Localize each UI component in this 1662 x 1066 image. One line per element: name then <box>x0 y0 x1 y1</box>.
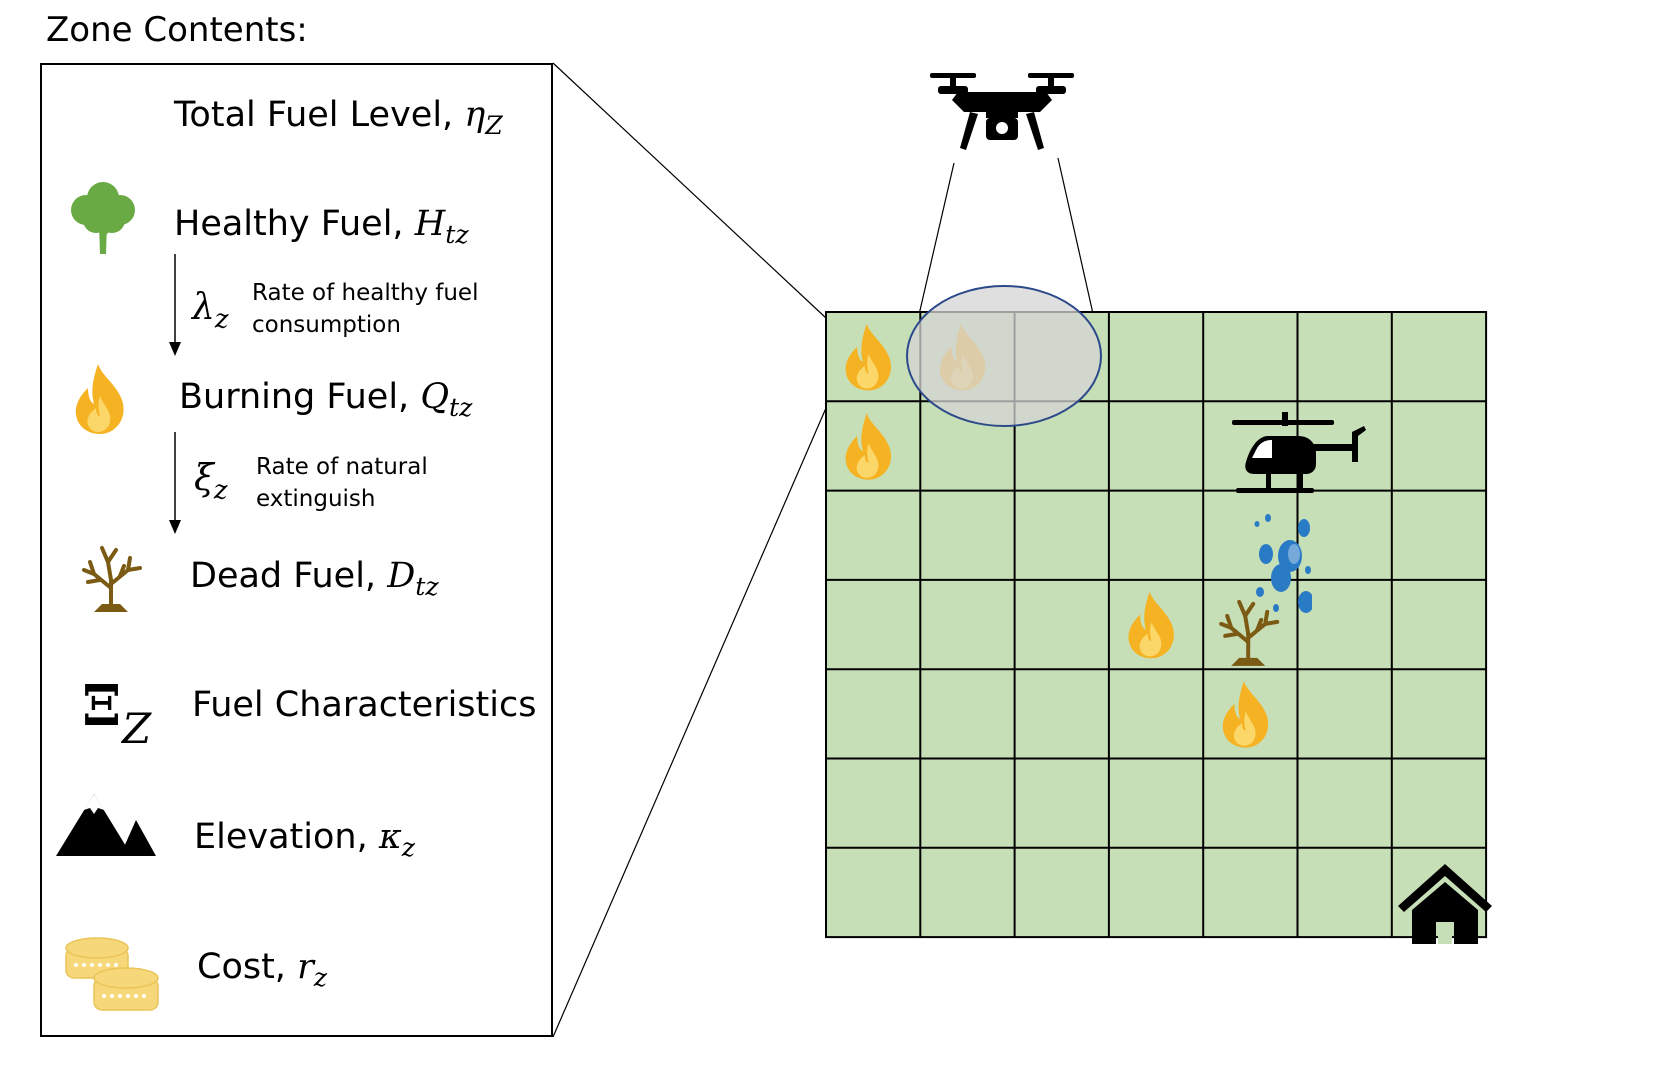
xi-icon: Ξ Z <box>82 673 152 753</box>
coins-icon <box>65 937 159 1011</box>
elevation-label: Elevation, κz <box>194 817 416 863</box>
total-fuel-label: Total Fuel Level, ηZ <box>174 95 503 141</box>
dead-tree-icon <box>1219 599 1280 666</box>
drone-icon <box>930 73 1074 150</box>
fuel-characteristics-label: Fuel Characteristics <box>192 685 537 725</box>
dead-fuel-label: Dead Fuel, Dtz <box>190 556 439 602</box>
dead-tree-icon <box>82 546 142 612</box>
lambda-symbol: λz <box>192 287 229 335</box>
burning-fuel-label: Burning Fuel, Qtz <box>179 377 473 423</box>
cost-label: Cost, rz <box>197 947 328 993</box>
mountain-icon <box>56 794 156 856</box>
sensor-footprint <box>906 285 1102 427</box>
healthy-fuel-label: Healthy Fuel, Htz <box>174 204 469 250</box>
helicopter-icon <box>1232 412 1366 493</box>
water-drops-icon <box>1254 514 1312 613</box>
tree-icon <box>71 182 135 254</box>
arrow-down-icon <box>169 432 181 534</box>
fire-icon <box>845 323 891 391</box>
fire-icon <box>1222 681 1269 748</box>
fire-icon <box>1128 591 1174 659</box>
house-icon <box>1398 864 1492 944</box>
zone-contents-panel <box>40 63 553 1037</box>
panel-title: Zone Contents: <box>46 10 308 50</box>
arrow-down-icon <box>169 254 181 356</box>
xi-rate-symbol: ξz <box>194 458 228 506</box>
fire-icon <box>75 364 124 434</box>
fire-icon <box>845 413 891 480</box>
